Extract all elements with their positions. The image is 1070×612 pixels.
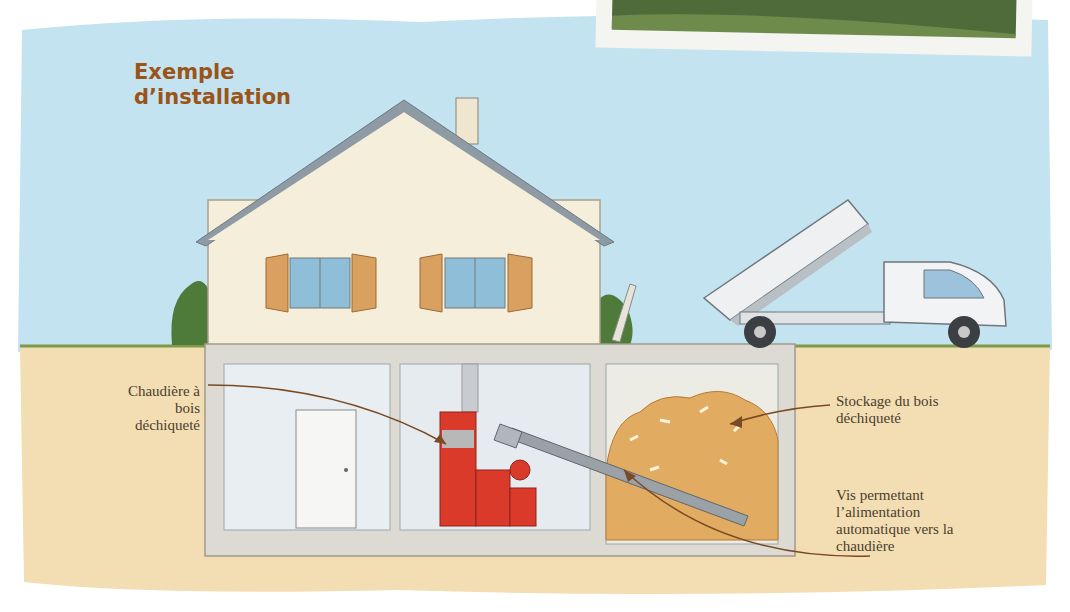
arrow-head (624, 470, 636, 482)
sky-wash (18, 14, 1052, 352)
dump-truck (704, 200, 1006, 348)
wood-chips-texture (630, 407, 740, 470)
door (296, 410, 356, 528)
hatch-lid (612, 284, 636, 342)
roof-gable (208, 112, 600, 240)
storage-pit (606, 364, 778, 544)
callout-label: Stockage du bois déchiqueté (836, 393, 971, 427)
screw-conveyor (494, 424, 748, 526)
ground (20, 346, 1050, 594)
diagram-title: Exemple d’installation (134, 60, 294, 110)
bush (171, 281, 212, 345)
window (420, 254, 532, 312)
basement-room (224, 364, 390, 530)
boiler (440, 412, 536, 526)
callout-label: Chaudière à bois déchiqueté (110, 383, 200, 434)
window (266, 254, 376, 312)
house-roof (196, 100, 614, 246)
callout-label: Vis permettant l’alimentation automatiqu… (836, 487, 968, 555)
flue-pipe (462, 364, 478, 412)
photo-frame (595, 0, 1032, 57)
arrow-head (434, 434, 446, 444)
leader-line (208, 385, 870, 556)
door-handle (344, 468, 348, 472)
basement-walls (205, 344, 795, 556)
arrow-head (730, 416, 742, 428)
